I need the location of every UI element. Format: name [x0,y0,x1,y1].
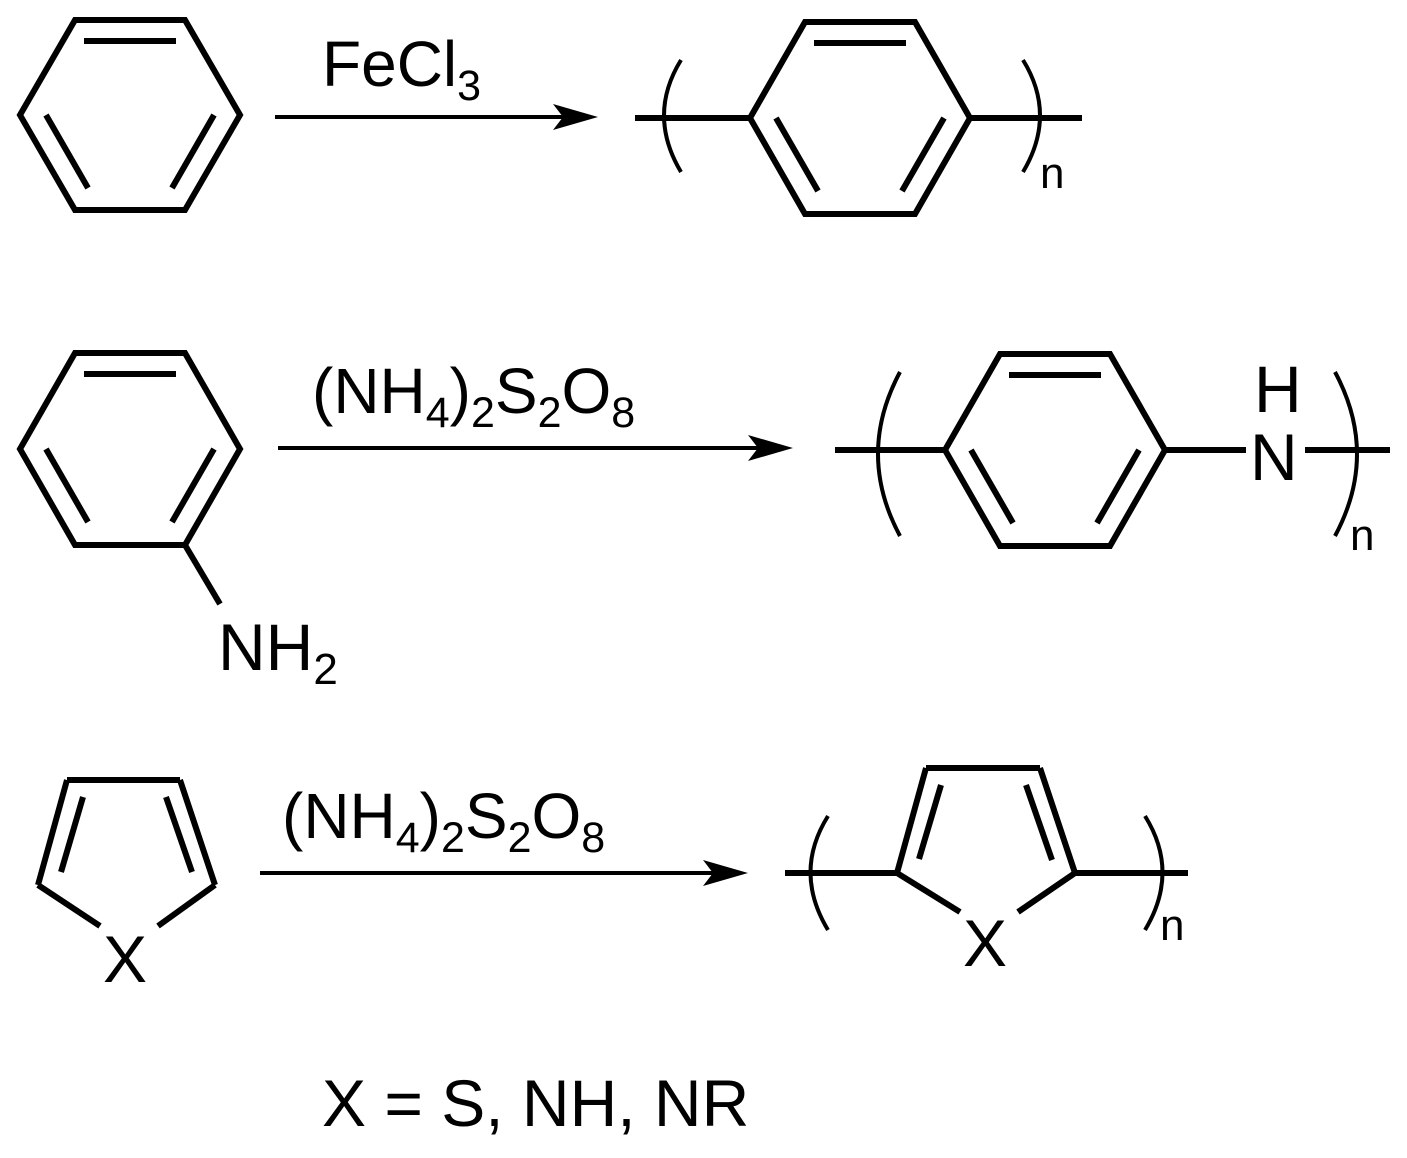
reaction-arrow-1 [275,104,598,130]
nh-nitrogen-label: N [1250,420,1298,494]
repeat-unit-n-1: n [1040,149,1064,198]
reagent-ammonium-persulfate-1: (NH4)2S2O8 [312,355,635,437]
nh-hydrogen-label: H [1254,352,1302,426]
benzene-reactant [16,17,244,213]
heterocycle-reactant [35,777,218,929]
reaction-2-aniline: NH2 (NH4)2S2O8 H N n [16,350,1390,694]
close-bracket [1021,58,1042,174]
ring-heteroatom-label: X [103,922,147,996]
open-bracket [808,814,830,932]
aniline-reactant [16,350,244,606]
poly-p-phenylene-product [635,19,1082,217]
reaction-3-heterocycle: X (NH4)2S2O8 X n [35,765,1188,996]
substituent-definition-note: X = S, NH, NR [322,1066,749,1140]
repeat-unit-n-3: n [1160,901,1184,950]
poly-heterocycle-product [785,765,1188,932]
reagent-ammonium-persulfate-2: (NH4)2S2O8 [282,780,605,862]
reaction-arrow-2 [278,435,793,461]
amino-group-label: NH2 [218,610,338,694]
reaction-arrow-3 [260,860,748,886]
close-bracket [1333,371,1359,537]
repeat-unit-n-2: n [1350,511,1374,560]
reagent-fecl3: FeCl3 [322,28,481,110]
open-bracket [876,371,902,537]
polyaniline-product [835,351,1390,549]
close-bracket [1143,814,1165,932]
reaction-1-benzene: FeCl3 n [16,17,1082,217]
open-bracket [662,58,683,174]
polymer-heteroatom-label: X [963,906,1007,980]
